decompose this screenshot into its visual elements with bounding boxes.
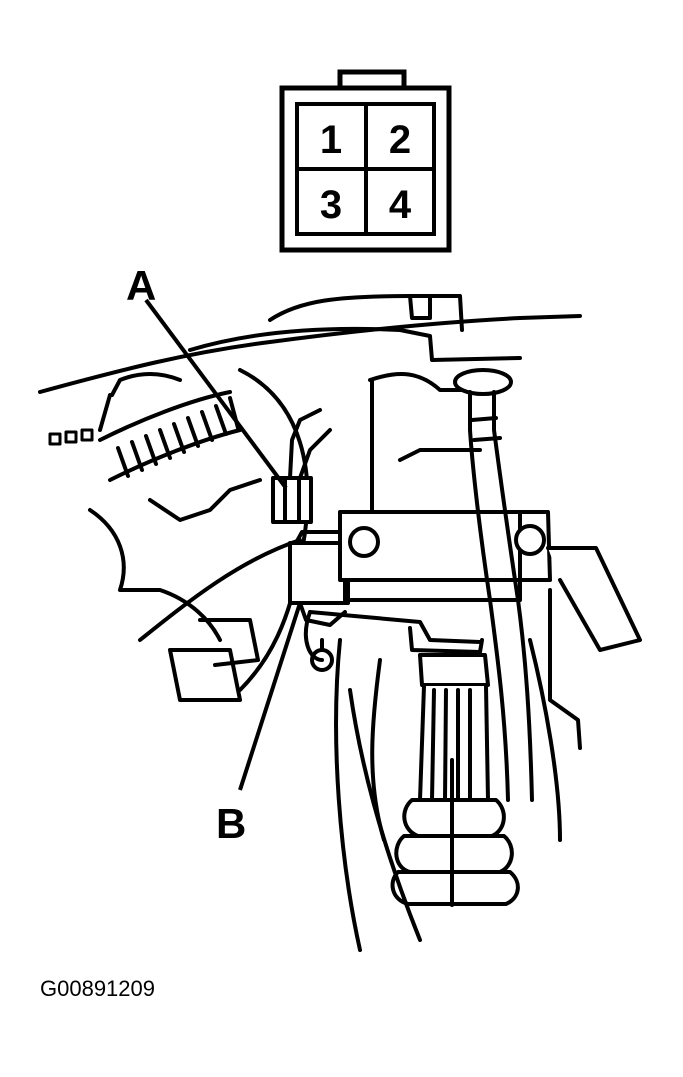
lower-left-curves (348, 688, 422, 942)
left-sweep-curve (138, 538, 302, 642)
connector-a-drawing (271, 408, 332, 524)
frame-tab (408, 294, 432, 320)
pin-label-3: 3 (320, 183, 342, 227)
lower-left-curve-3 (334, 638, 362, 952)
callout-a-leader (144, 298, 288, 490)
figure-id: G00891209 (40, 976, 155, 1001)
right-lower-curve (528, 638, 562, 842)
right-bracket (546, 546, 642, 652)
central-assembly (304, 372, 552, 687)
callout-b-leader (238, 602, 302, 791)
left-small-box-inner (198, 618, 260, 667)
connector-pin-labels: 1 2 3 4 (320, 118, 412, 227)
pin-label-2: 2 (389, 118, 411, 162)
upper-frame-inner (188, 326, 522, 362)
left-bracket (148, 478, 262, 522)
callout-b-label: B (216, 800, 246, 847)
connector-latch (337, 69, 407, 88)
vent-slots (48, 428, 94, 446)
right-body-outline (548, 588, 582, 750)
brake-line (453, 368, 534, 802)
connector-face-view (279, 69, 452, 253)
engine-bay-drawing (38, 294, 642, 952)
pin-label-4: 4 (389, 183, 412, 227)
left-small-box (168, 648, 242, 702)
callout-a-label: A (126, 262, 156, 309)
callout-a: A (126, 262, 288, 490)
rubber-boot (390, 758, 520, 907)
upper-frame-outline (38, 314, 582, 394)
left-long-curve (238, 368, 310, 692)
corrugated-hose (98, 372, 242, 482)
pin-label-1: 1 (320, 118, 342, 162)
lower-left-curve-2 (370, 658, 386, 842)
callout-b: B (216, 602, 302, 847)
